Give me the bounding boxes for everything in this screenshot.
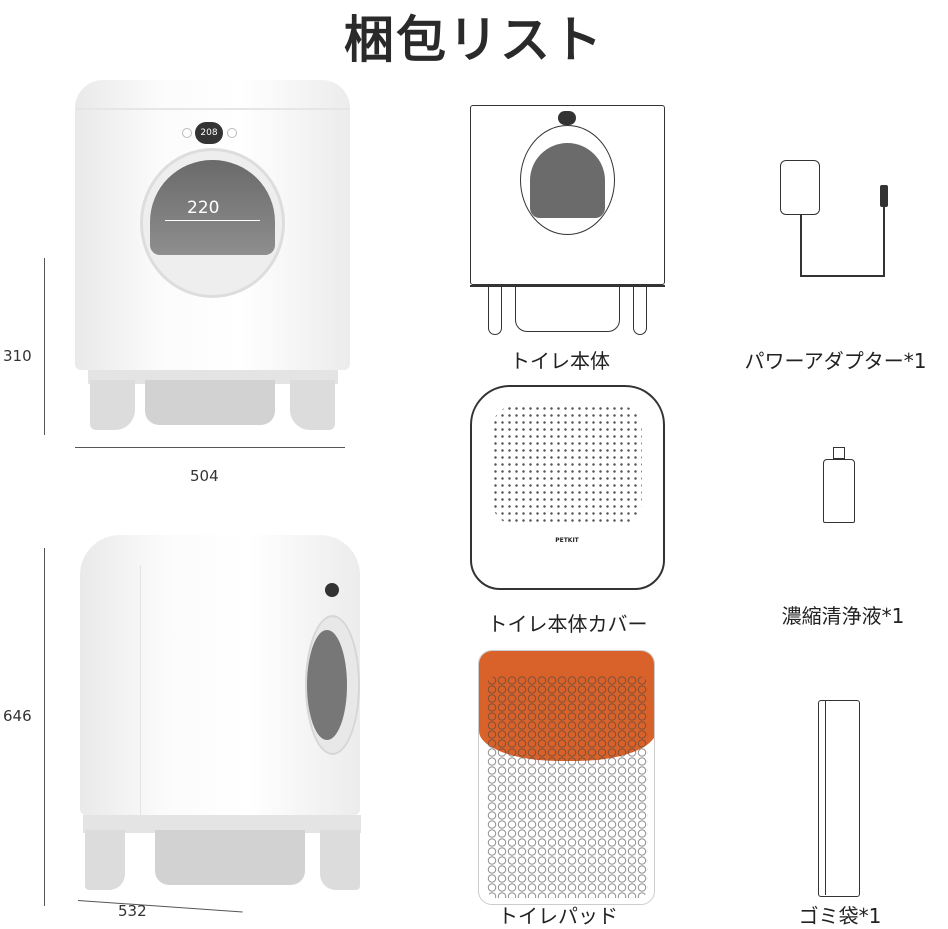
side-height-label: 646 xyxy=(3,707,32,725)
front-height-label: 310 xyxy=(3,347,32,365)
item-label-liquid: 濃縮清浄液*1 xyxy=(781,604,905,628)
side-height-dimension-line xyxy=(44,548,45,906)
side-depth-label: 532 xyxy=(118,902,147,920)
width-dimension-line xyxy=(75,447,345,448)
power-adapter-icon xyxy=(780,160,895,290)
item-label-pad: トイレパッド xyxy=(498,904,618,928)
brand-logo: PETKIT xyxy=(555,537,579,544)
item-label-adapter: パワーアダプター*1 xyxy=(744,349,927,373)
item-label-cover: トイレ本体カバー xyxy=(487,612,648,636)
litter-box-body-icon xyxy=(470,105,665,340)
height-dimension-line xyxy=(44,258,45,435)
trash-bag-roll-icon xyxy=(818,700,860,897)
side-view-product xyxy=(75,535,365,905)
page-title: 梱包リスト xyxy=(344,11,604,69)
front-view-product: 208 220 xyxy=(70,80,355,435)
item-label-body: トイレ本体 xyxy=(510,349,610,373)
litter-box-cover-icon: PETKIT xyxy=(470,385,665,590)
item-label-trash-bag: ゴミ袋*1 xyxy=(798,904,882,928)
entrance-width-label: 220 xyxy=(187,198,220,218)
display-panel: 208 xyxy=(195,122,223,144)
liquid-bottle-icon xyxy=(823,447,855,523)
litter-pad-icon xyxy=(478,650,655,905)
front-width-label: 504 xyxy=(190,467,219,485)
